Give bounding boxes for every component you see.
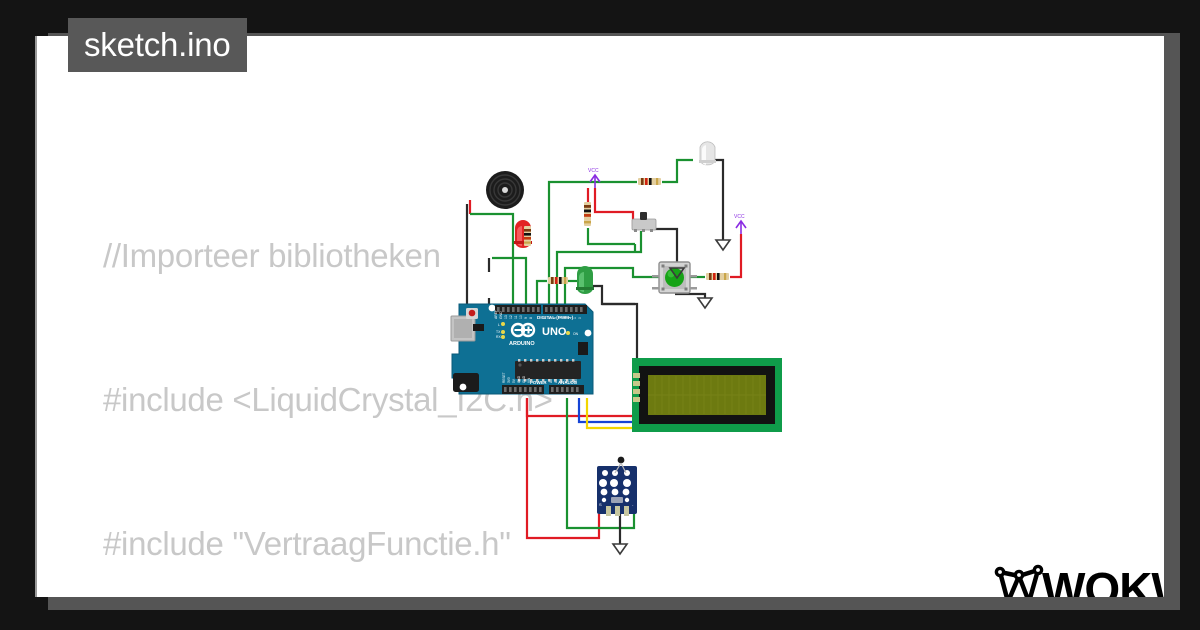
code-line: //Importeer bibliotheken <box>103 237 441 274</box>
code-line: #include "VertraagFunctie.h" <box>103 525 511 562</box>
wokwi-logo: WOKWI <box>992 558 1164 597</box>
code-editor-text: //Importeer bibliotheken #include <Liqui… <box>103 136 803 597</box>
file-tab-sketch-ino[interactable]: sketch.ino <box>68 18 247 72</box>
editor-card: //Importeer bibliotheken #include <Liqui… <box>35 36 1164 597</box>
code-line: #include <LiquidCrystal_I2C.h> <box>103 381 553 418</box>
wokwi-wordmark: WOKWI <box>1042 563 1164 597</box>
